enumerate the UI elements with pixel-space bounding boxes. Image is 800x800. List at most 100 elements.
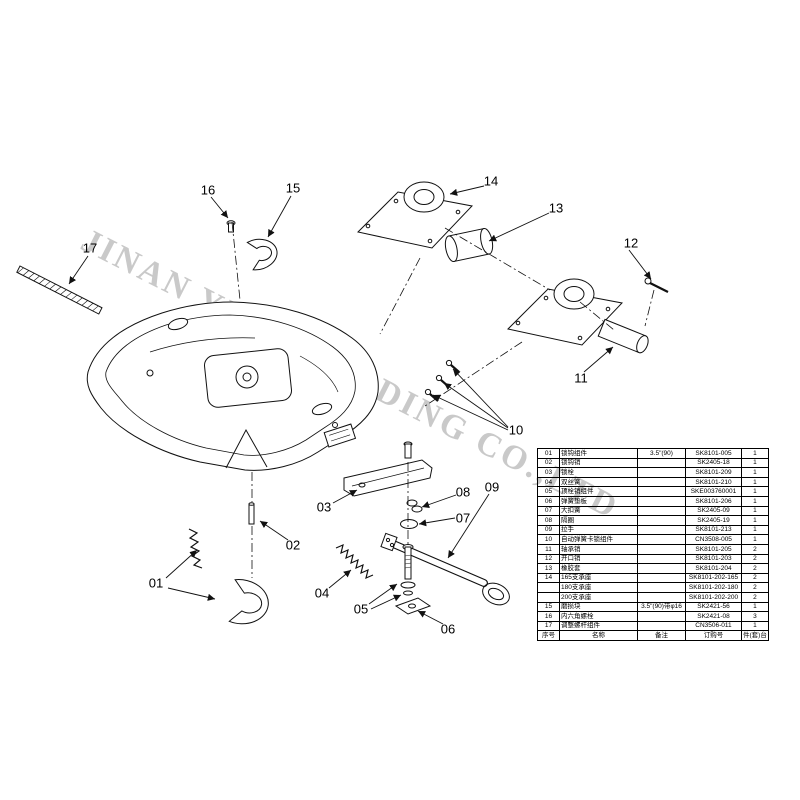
cell-no: 01: [537, 448, 560, 459]
cell-no: 09: [537, 524, 560, 536]
cell-name: 180支承座: [559, 582, 638, 593]
cell-no: [537, 582, 560, 593]
cell-no: 16: [537, 611, 560, 622]
cell-note: [637, 582, 686, 593]
cell-order: SK8101-210: [685, 476, 742, 488]
part-16-socket-bolt: [226, 220, 236, 233]
cell-order: SK8101-005: [685, 448, 742, 459]
cell-note: [637, 486, 686, 497]
callout-17: 17: [82, 240, 98, 256]
cell-qty: 2: [741, 543, 769, 555]
leader-lines: [68, 185, 652, 625]
cell-no: 07: [537, 505, 560, 517]
cell-note: [637, 534, 686, 545]
cell-qty: 2: [741, 591, 769, 603]
part-14-bracket-a: [356, 181, 473, 249]
callout-02: 02: [285, 537, 301, 553]
cell-name: 大扣簧: [559, 505, 638, 517]
cell-note: [637, 495, 686, 507]
part-14-bracket-b: [506, 278, 623, 346]
cell-note: [637, 457, 686, 469]
callout-14: 14: [483, 173, 499, 189]
part-main-plate: [86, 301, 379, 471]
cell-order: SK8101-204: [685, 563, 742, 574]
callout-06: 06: [440, 621, 456, 637]
cell-qty: 1: [741, 448, 769, 459]
cell-name: 双丝簧: [559, 476, 638, 488]
cell-no: 02: [537, 457, 560, 469]
cell-qty: 2: [741, 582, 769, 593]
cell-name: 开口销: [559, 553, 638, 565]
callout-12: 12: [623, 235, 639, 251]
cell-order: SKE003760001: [685, 486, 742, 497]
part-17-adjusting-rod: [16, 265, 103, 315]
cell-qty: 3: [741, 611, 769, 622]
cell-order: SK2405-09: [685, 505, 742, 517]
callout-03: 03: [316, 499, 332, 515]
part-05-bolt-assembly: [400, 544, 416, 596]
part-07-snap-ring: [400, 519, 418, 529]
cell-name: 锁钩组件: [559, 448, 638, 459]
cell-order: SK8101-209: [685, 467, 742, 478]
cell-qty: 2: [741, 572, 769, 584]
cell-note: [637, 476, 686, 488]
header-no: 序号: [537, 630, 560, 641]
cell-note: [637, 572, 686, 584]
callout-01: 01: [148, 575, 164, 591]
cell-note: [637, 611, 686, 622]
header-order: 订购号: [685, 630, 742, 641]
header-note: 备注: [637, 630, 686, 641]
table-header-row: 序号名称备注订购号件(套)台: [537, 630, 769, 641]
cell-name: 内六角螺栓: [559, 611, 638, 622]
cell-no: 08: [537, 515, 560, 526]
cell-name: 200支承座: [559, 591, 638, 603]
part-09-pull-handle: [380, 532, 510, 606]
cell-no: 17: [537, 620, 560, 632]
cell-order: SK8101-202-165: [685, 572, 742, 584]
cell-note: [637, 553, 686, 565]
cell-qty: 1: [741, 486, 769, 497]
cell-order: SK2421-08: [685, 611, 742, 622]
cell-no: 12: [537, 553, 560, 565]
header-qty: 件(套)台: [741, 630, 769, 641]
cell-order: SK8101-205: [685, 543, 742, 555]
cell-order: SK8101-202-200: [685, 591, 742, 603]
cell-name: 165支承座: [559, 572, 638, 584]
cell-note: [637, 467, 686, 478]
cell-order: SK2421-56: [685, 601, 742, 613]
cell-qty: 2: [741, 563, 769, 574]
part-03-lock-bar: [343, 441, 433, 497]
cell-qty: 1: [741, 495, 769, 507]
part-10-latch-screws: [424, 359, 460, 402]
callout-08: 08: [455, 484, 471, 500]
cell-name: 自动弹簧卡锁组件: [559, 534, 638, 545]
cell-qty: 1: [741, 505, 769, 517]
cell-order: SK8101-206: [685, 495, 742, 507]
cell-note: [637, 563, 686, 574]
cell-name: 橡胶套: [559, 563, 638, 574]
part-02-hook-pin: [248, 502, 255, 525]
cell-order: SK2405-19: [685, 515, 742, 526]
cell-name: 轴承销: [559, 543, 638, 555]
cell-qty: 1: [741, 457, 769, 469]
callout-10: 10: [508, 422, 524, 438]
cell-qty: 1: [741, 620, 769, 632]
cell-note: [637, 524, 686, 536]
callout-16: 16: [200, 182, 216, 198]
cell-note: 3.5"(90)带φ16: [637, 601, 686, 613]
cell-no: 05: [537, 486, 560, 497]
part-06-spring-pad: [394, 597, 432, 615]
part-12-cotter-pin: [644, 277, 669, 293]
